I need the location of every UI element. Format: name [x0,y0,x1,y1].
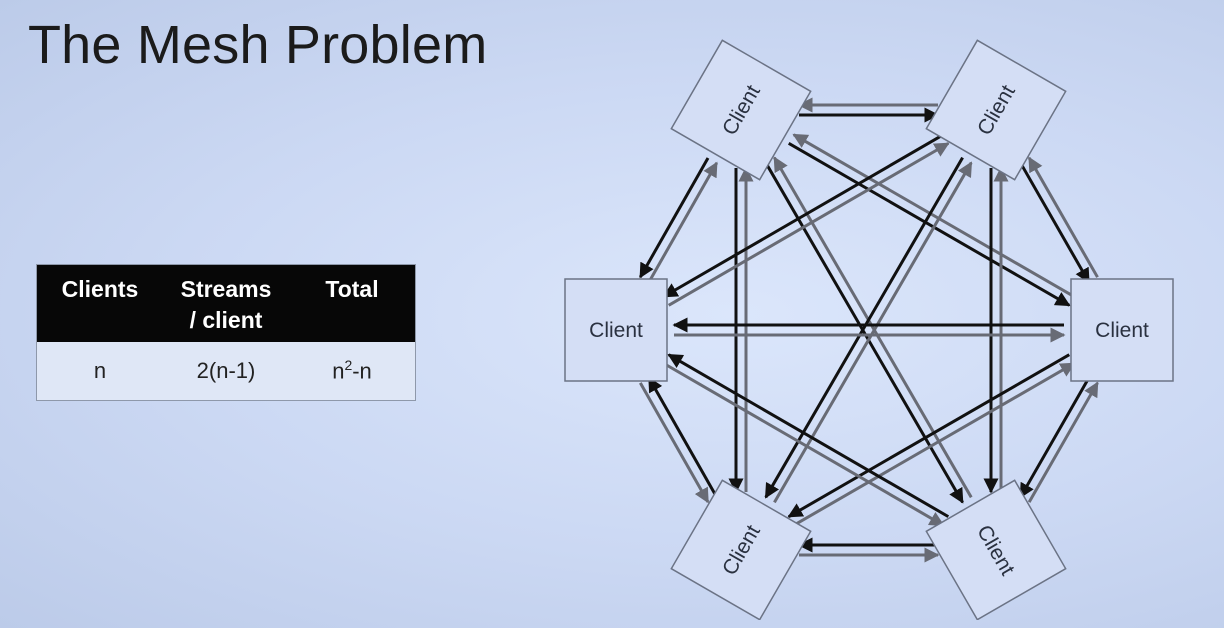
header-streams-line1: Streams [180,276,272,302]
cell-total: n2-n [289,357,415,384]
cell-streams: 2(n-1) [196,358,256,383]
arrow-bottom-left-to-right [792,362,1076,527]
client-node-top-right: Client [925,39,1067,181]
client-box [925,479,1067,620]
arrow-right-to-top-left [792,133,1076,298]
client-box [670,39,812,181]
arrow-left-to-bottom-left [639,382,710,504]
table-row: n 2(n-1) n2-n [37,342,415,400]
client-box [564,278,668,382]
cell-clients: n [93,358,107,383]
arrow-bottom-right-to-top-left [773,156,973,499]
header-total: Total [325,276,379,302]
client-label: Client [1095,319,1149,342]
client-label: Client [589,319,643,342]
table-header-row: Clients Streams / client Total [37,265,415,342]
slide-title: The Mesh Problem [28,15,488,75]
client-node-bottom-right: Client [925,479,1067,620]
client-node-left: Client [564,278,668,382]
arrow-bottom-left-to-left [647,376,718,498]
arrow-bottom-right-to-left [667,353,950,518]
arrow-right-to-bottom-right [1019,377,1091,499]
header-streams: Streams / client [163,265,289,342]
cell-total-exponent: 2 [344,357,353,374]
header-streams-line2: / client [189,307,263,333]
header-clients: Clients [61,276,139,302]
mesh-table: Clients Streams / client Total n 2(n-1) … [36,264,416,401]
arrow-top-left-to-right [787,142,1071,307]
client-box [925,39,1067,181]
arrow-top-left-to-left [639,157,710,279]
arrow-right-to-top-right [1027,156,1099,278]
arrow-bottom-right-to-right [1027,381,1099,503]
arrow-left-to-top-left [647,161,718,283]
client-node-top-left: Client [670,39,812,181]
cell-total-base: n [332,358,345,384]
arrow-bottom-left-to-top-right [773,161,973,504]
arrow-right-to-bottom-left [787,353,1071,518]
client-box [1070,278,1174,382]
client-node-bottom-left: Client [670,479,812,620]
cell-total-rest: -n [352,358,372,384]
client-node-right: Client [1070,278,1174,382]
arrow-top-right-to-right [1019,162,1091,284]
arrow-left-to-bottom-right [662,362,945,527]
arrow-left-to-top-right [667,142,950,307]
mesh-connections [639,97,1099,563]
arrow-top-right-to-left [662,133,945,298]
client-box [670,479,812,620]
